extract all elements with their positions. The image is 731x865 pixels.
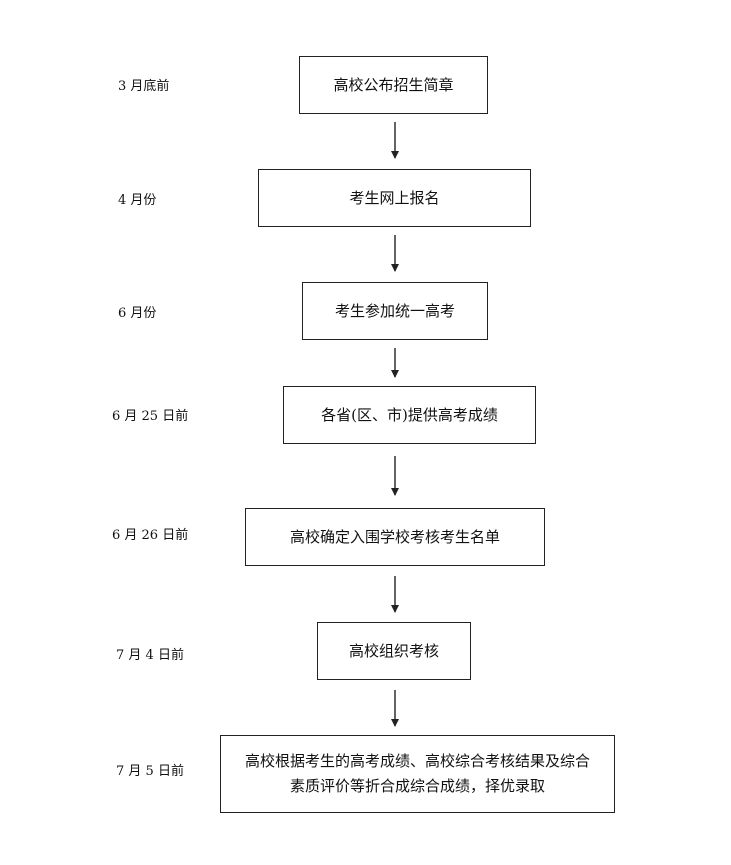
date-label-step-7: 7 月 5 日前 xyxy=(116,764,184,779)
step-box-university-assessment: 高校组织考核 xyxy=(317,622,471,680)
step-text: 考生参加统一高考 xyxy=(334,302,455,320)
step-text: 高校组织考核 xyxy=(348,642,439,660)
step-box-gaokao-exam: 考生参加统一高考 xyxy=(302,282,488,340)
step-text: 高校确定入围学校考核考生名单 xyxy=(289,528,500,546)
step-text: 各省(区、市)提供高考成绩 xyxy=(321,406,498,424)
date-label-step-2: 4 月份 xyxy=(118,193,157,208)
step-box-publish-brochure: 高校公布招生简章 xyxy=(299,56,488,114)
step-box-final-admission: 高校根据考生的高考成绩、高校综合考核结果及综合 素质评价等折合成综合成绩，择优录… xyxy=(220,735,615,813)
step-text-line-1: 高校根据考生的高考成绩、高校综合考核结果及综合 xyxy=(244,752,590,770)
step-text: 高校公布招生简章 xyxy=(333,76,454,94)
date-label-step-1: 3 月底前 xyxy=(118,79,170,94)
date-label-step-5: 6 月 26 日前 xyxy=(112,528,189,543)
step-box-shortlist-candidates: 高校确定入围学校考核考生名单 xyxy=(245,508,545,566)
date-label-step-3: 6 月份 xyxy=(118,306,157,321)
step-text: 考生网上报名 xyxy=(349,189,440,207)
step-box-online-registration: 考生网上报名 xyxy=(258,169,531,227)
date-label-step-4: 6 月 25 日前 xyxy=(112,409,189,424)
step-box-provinces-provide-scores: 各省(区、市)提供高考成绩 xyxy=(283,386,536,444)
step-text-line-2: 素质评价等折合成综合成绩，择优录取 xyxy=(289,777,545,795)
date-label-step-6: 7 月 4 日前 xyxy=(116,648,184,663)
